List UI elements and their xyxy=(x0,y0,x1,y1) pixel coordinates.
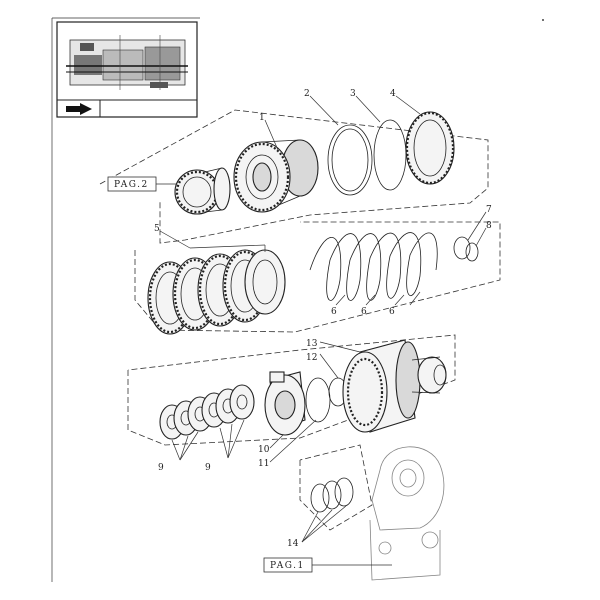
callout-9b: 9 xyxy=(205,463,211,473)
callout-13: 13 xyxy=(306,339,318,349)
callout-6a: 6 xyxy=(331,307,337,317)
part-6-springs[interactable] xyxy=(309,232,438,301)
transmission-thumbnail-icon xyxy=(66,35,188,90)
part-13-clutch-housing[interactable] xyxy=(342,339,447,433)
page-ref-pag1-label: PAG.1 xyxy=(270,561,305,571)
callout-10: 10 xyxy=(258,445,270,455)
callout-11: 11 xyxy=(258,459,269,469)
group-frame-middle xyxy=(134,221,501,333)
callout-1: 1 xyxy=(259,113,265,123)
callout-6b: 6 xyxy=(361,307,367,317)
overview-thumbnail[interactable] xyxy=(56,21,198,118)
part-11-seal[interactable] xyxy=(305,377,331,423)
page-ref-pag1[interactable]: PAG.1 xyxy=(263,557,392,573)
part-9-belleville-washers[interactable] xyxy=(159,384,255,440)
part-7-o-ring[interactable] xyxy=(453,236,471,260)
page-ref-pag2[interactable]: PAG.2 xyxy=(107,176,178,192)
part-1-clutch-drum-gear[interactable] xyxy=(233,139,319,213)
callout-3: 3 xyxy=(350,89,356,99)
housing-assembly-ghost xyxy=(369,446,445,581)
callout-12: 12 xyxy=(306,353,317,363)
part-10-piston[interactable] xyxy=(264,371,306,436)
part-hub-sleeve[interactable] xyxy=(174,167,231,215)
callout-4: 4 xyxy=(390,89,396,99)
part-8-o-ring[interactable] xyxy=(465,242,479,262)
callout-9a: 9 xyxy=(158,463,164,473)
group-frame-bottom xyxy=(299,444,373,531)
callout-14: 14 xyxy=(287,539,299,549)
corner-mark xyxy=(542,19,544,21)
part-14-seal-rings[interactable] xyxy=(310,477,354,513)
page-ref-pag2-label: PAG.2 xyxy=(114,180,149,190)
part-2-snap-ring[interactable] xyxy=(327,124,373,196)
part-4-toothed-ring[interactable] xyxy=(405,111,455,185)
callout-8: 8 xyxy=(486,221,492,231)
part-3-retaining-ring[interactable] xyxy=(373,119,407,191)
part-5-clutch-disc-pack[interactable] xyxy=(147,249,286,335)
group-frame-top xyxy=(99,109,489,244)
arrow-hand-icon xyxy=(66,103,92,115)
callout-7: 7 xyxy=(486,205,492,215)
callout-6c: 6 xyxy=(389,307,395,317)
callout-2: 2 xyxy=(304,89,310,99)
callout-5: 5 xyxy=(154,224,160,234)
